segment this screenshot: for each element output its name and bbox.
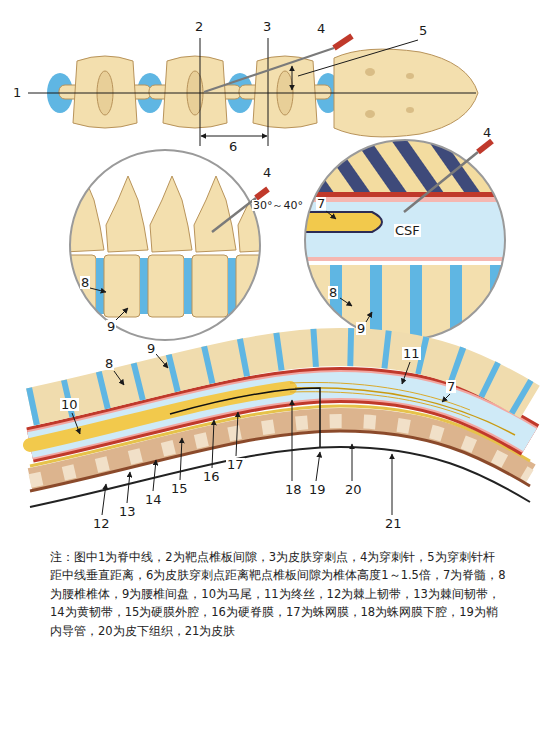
angle-label: 30°～40° — [252, 200, 304, 211]
vertebra — [59, 56, 151, 128]
callout-number: 19 — [308, 483, 327, 496]
foramen — [406, 107, 414, 113]
dimension-line — [201, 136, 267, 137]
needle-hub — [256, 189, 268, 198]
callout-number: 10 — [60, 398, 79, 411]
leader-line — [326, 211, 336, 219]
leader-lines — [72, 354, 450, 515]
needle — [204, 48, 334, 92]
callout-number: 5 — [418, 24, 428, 37]
callout-number: 17 — [226, 458, 245, 471]
needle — [404, 152, 478, 212]
callout-number: 18 — [284, 483, 303, 496]
callout-number: 21 — [384, 517, 403, 530]
leader-line — [200, 38, 201, 146]
leader-line — [298, 40, 418, 76]
vertebra — [239, 56, 331, 128]
callout-number: 6 — [228, 140, 238, 153]
callout-number: 9 — [356, 322, 366, 335]
foramen — [365, 68, 375, 76]
callout-number: 7 — [316, 197, 326, 210]
needle-hub — [334, 36, 352, 48]
callout-number: 3 — [262, 20, 272, 33]
midline — [28, 93, 476, 94]
callout-number: 9 — [106, 320, 116, 333]
leader-line — [268, 38, 269, 146]
zoom-circle — [305, 140, 505, 340]
callout-number: 4 — [316, 22, 326, 35]
figure-caption: 注：图中1为脊中线，2为靶点椎板间隙，3为皮肤穿刺点，4为穿刺针，5为穿刺针杆距… — [50, 548, 506, 640]
leader-line — [90, 288, 106, 292]
callout-number: 15 — [170, 482, 189, 495]
callout-number: 12 — [92, 517, 111, 530]
callout-number: 14 — [144, 493, 163, 506]
region-label: CSF — [394, 224, 421, 237]
foramen — [365, 110, 375, 118]
enlarged-view — [300, 135, 510, 355]
callout-number: 11 — [402, 347, 421, 360]
callout-number: 8 — [80, 276, 90, 289]
callout-number: 4 — [262, 166, 272, 179]
zoom-circle — [70, 150, 260, 340]
vertebra — [149, 56, 241, 128]
callout-number: 13 — [118, 505, 137, 518]
dimension-line — [292, 66, 293, 90]
needle — [212, 198, 256, 232]
callout-number: 7 — [446, 380, 456, 393]
leader-line — [116, 308, 128, 320]
needle-hub — [478, 141, 492, 152]
dorsal-view — [28, 36, 478, 146]
sagittal-section — [30, 347, 530, 507]
callout-number: 2 — [194, 20, 204, 33]
callout-number: 4 — [482, 126, 492, 139]
leader-line — [366, 312, 372, 322]
callout-number: 8 — [104, 357, 114, 370]
leader-line — [340, 298, 352, 306]
callout-number: 20 — [344, 483, 363, 496]
foramen — [406, 73, 414, 79]
callout-number: 1 — [12, 86, 22, 99]
callout-number: 16 — [202, 470, 221, 483]
callout-number: 9 — [146, 342, 156, 355]
callout-number: 8 — [328, 286, 338, 299]
lateral-view — [60, 140, 280, 350]
